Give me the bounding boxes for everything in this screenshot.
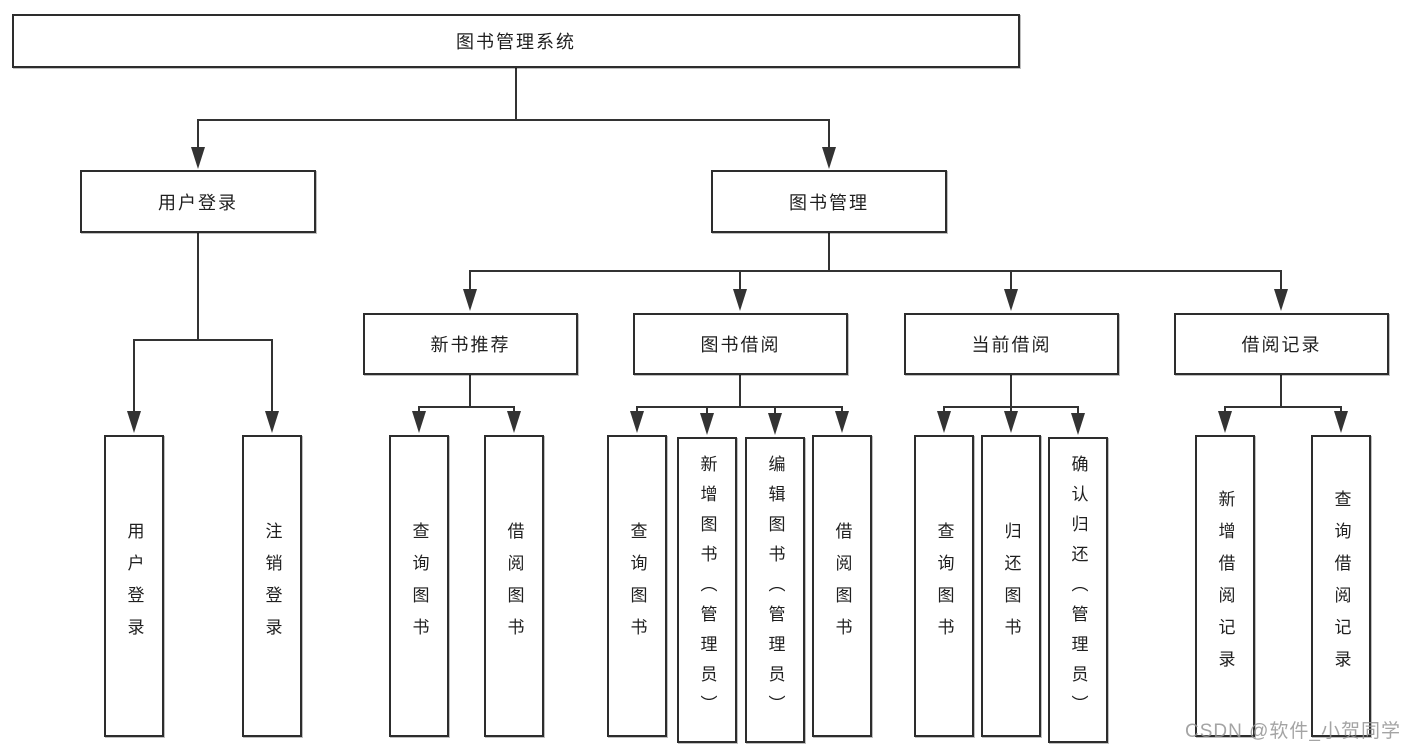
leaf-add-borrow-record: 新增借阅记录 [1195,435,1255,737]
node-user-login-branch: 用户登录 [80,170,316,233]
leaf-return-book: 归还图书 [981,435,1041,737]
leaf-query-books-borrow: 查询图书 [607,435,667,737]
node-label: 图书借阅 [700,335,781,355]
node-label: 图书管理系统 [456,32,576,52]
node-label: 编辑图书（管理员） [765,455,785,725]
node-label: 借阅记录 [1241,335,1322,355]
node-new-book-recommend: 新书推荐 [363,313,578,375]
node-label: 新增图书（管理员） [697,455,717,725]
leaf-query-books-recommend: 查询图书 [389,435,449,737]
leaf-query-borrow-record: 查询借阅记录 [1311,435,1371,737]
leaf-borrow-books-recommend: 借阅图书 [484,435,544,737]
node-label: 查询图书 [627,522,647,650]
node-book-management-branch: 图书管理 [711,170,947,233]
csdn-watermark: CSDN @软件_小贺同学 [1185,721,1401,742]
node-book-borrow: 图书借阅 [633,313,848,375]
node-label: 用户登录 [124,522,144,650]
leaf-user-login: 用户登录 [104,435,164,737]
node-label: 新书推荐 [430,335,511,355]
leaf-add-book-admin: 新增图书（管理员） [677,437,737,743]
leaf-logout: 注销登录 [242,435,302,737]
node-label: 查询借阅记录 [1331,490,1351,682]
leaf-borrow-book: 借阅图书 [812,435,872,737]
node-current-borrow: 当前借阅 [904,313,1119,375]
node-label: 确认归还（管理员） [1068,455,1088,725]
leaf-query-books-current: 查询图书 [914,435,974,737]
node-label: 借阅图书 [504,522,524,650]
node-label: 用户登录 [158,192,238,213]
node-label: 注销登录 [262,522,282,650]
node-label: 查询图书 [934,522,954,650]
node-label: 图书管理 [789,192,869,213]
node-label: 借阅图书 [832,522,852,650]
node-label: 新增借阅记录 [1215,490,1235,682]
node-label: 归还图书 [1001,522,1021,650]
node-label: 当前借阅 [971,335,1052,355]
node-borrow-records: 借阅记录 [1174,313,1389,375]
leaf-edit-book-admin: 编辑图书（管理员） [745,437,805,743]
leaf-confirm-return-admin: 确认归还（管理员） [1048,437,1108,743]
node-library-management-system: 图书管理系统 [12,14,1020,68]
node-label: 查询图书 [409,522,429,650]
